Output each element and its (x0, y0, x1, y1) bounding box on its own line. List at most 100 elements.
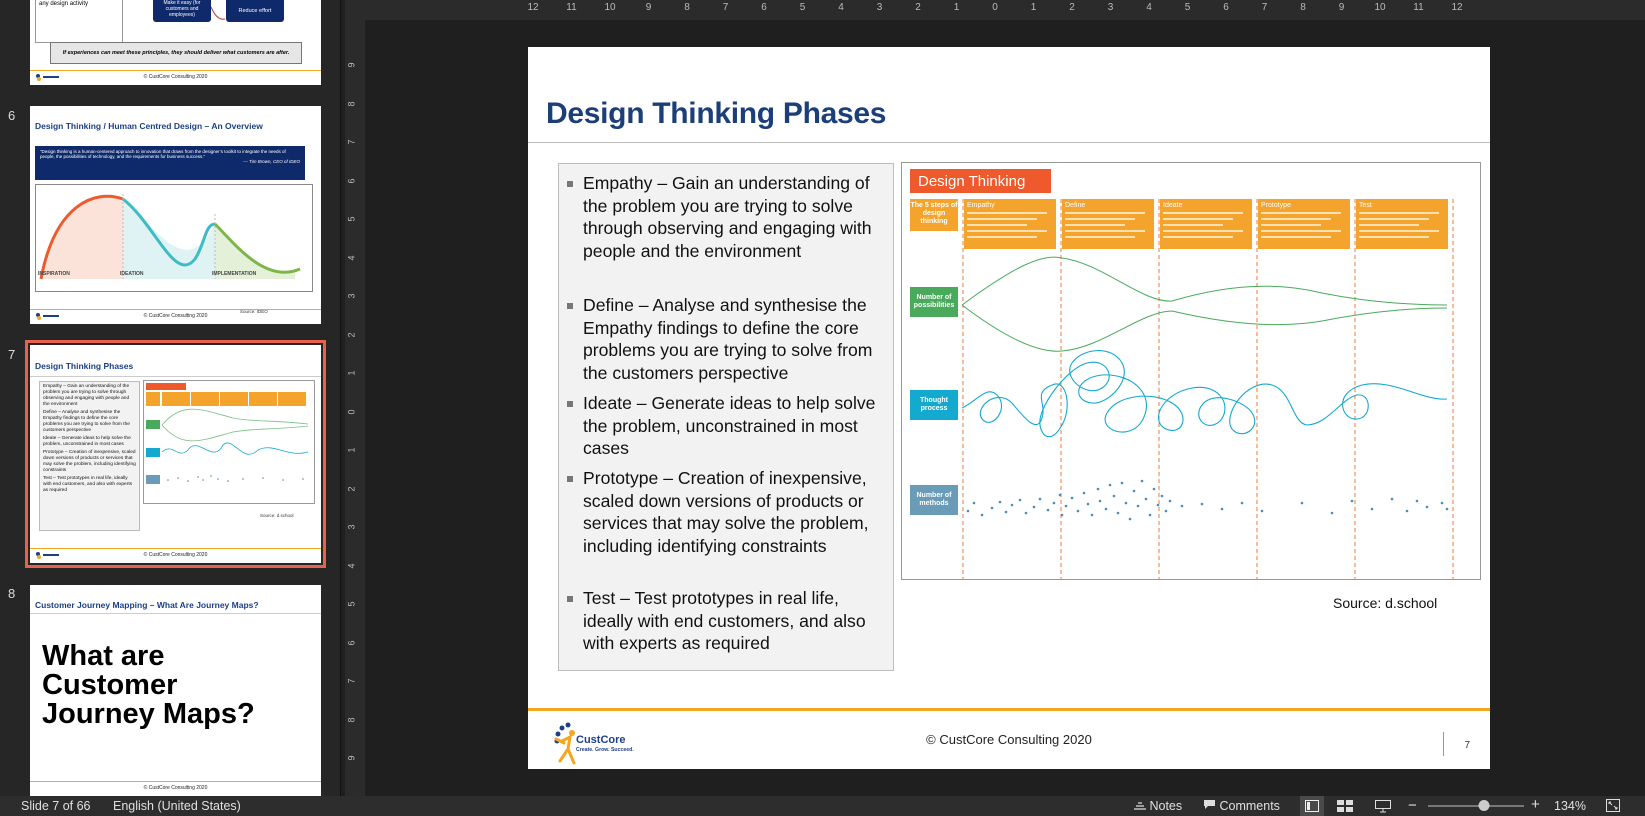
row-methods-box (910, 485, 958, 515)
custcore-logo-icon (36, 313, 59, 320)
slide-counter[interactable]: Slide 7 of 66 (21, 799, 91, 813)
ruler-tick-label: 5 (799, 2, 806, 13)
method-dot (1076, 509, 1080, 513)
ruler-tick-label: 4 (1146, 2, 1152, 13)
method-dot (1136, 504, 1140, 508)
method-dot (1152, 487, 1156, 491)
zoom-level[interactable]: 134% (1554, 799, 1586, 813)
method-dot (1370, 507, 1374, 511)
figure-header-box (910, 169, 1051, 193)
slide-thumbnail-5[interactable]: any design activity Make it easy (for cu… (30, 0, 321, 85)
logo-name: CustCore (576, 734, 626, 746)
method-dot (990, 506, 994, 510)
method-dot (1300, 501, 1304, 505)
steps-label-fo: The 5 steps of design thinking (910, 202, 957, 225)
slide-page-number[interactable]: 7 (1464, 740, 1470, 751)
method-dot (980, 513, 984, 517)
ruler-tick-label: 1 (1030, 2, 1037, 13)
method-dot (1350, 499, 1354, 503)
ruler-tick-label: 5 (1184, 2, 1191, 13)
phase-description-line (967, 224, 1027, 226)
ruler-tick-label: 3 (346, 293, 357, 299)
bullet-text: Empathy – Gain an understanding of the p… (583, 173, 872, 261)
fit-slide-button[interactable] (1606, 799, 1620, 815)
bullet-define: Define – Analyse and synthesise the Empa… (567, 294, 887, 384)
comments-button[interactable]: Comments (1203, 799, 1280, 813)
zoom-out-button[interactable]: − (1408, 797, 1417, 814)
footer-copyright[interactable]: © CustCore Consulting 2020 (926, 732, 1092, 747)
method-dot (1440, 501, 1444, 505)
notes-icon (1134, 802, 1146, 810)
phase-description-line (1261, 212, 1341, 214)
phase-description-line (1163, 218, 1233, 220)
slide-thumbnail-pane[interactable]: any design activity Make it easy (for cu… (0, 0, 341, 796)
bullet-test: Test – Test prototypes in real life, ide… (567, 587, 887, 655)
phase-label: Test (1359, 202, 1372, 209)
footer-rule (528, 708, 1490, 711)
language-indicator[interactable]: English (United States) (113, 799, 241, 813)
slide-canvas[interactable]: Design Thinking Phases Empathy – Gain an… (528, 47, 1490, 769)
method-dot (1405, 509, 1409, 513)
method-dot (1164, 509, 1168, 513)
custcore-logo-icon (36, 74, 59, 81)
thumb-blue-box: Reduce effort (226, 0, 284, 22)
row-label-possibilities: Number of possibilities (913, 294, 955, 309)
phase-description-line (1065, 218, 1135, 220)
zoom-in-button[interactable]: + (1531, 796, 1540, 813)
ruler-tick-label: 9 (346, 62, 357, 68)
slide-title[interactable]: Design Thinking Phases (546, 97, 887, 130)
zoom-slider-thumb[interactable] (1478, 800, 1490, 811)
slide-thumbnail-8[interactable]: Customer Journey Mapping – What Are Jour… (30, 585, 321, 796)
ruler-tick-label: 10 (604, 2, 616, 13)
status-bar: Slide 7 of 66 English (United States) No… (0, 796, 1645, 816)
ruler-tick-label: 8 (1300, 2, 1306, 13)
phase-description-line (1359, 230, 1439, 232)
phase-label: Empathy (967, 202, 995, 209)
ruler-tick-label: 3 (1107, 2, 1114, 13)
custcore-logo-icon[interactable]: CustCore Create. Grow. Succeed. (546, 719, 656, 765)
thumb-title: Design Thinking Phases (35, 361, 134, 371)
slide-thumbnail-6[interactable]: Design Thinking / Human Centred Design –… (30, 106, 321, 324)
row-label-thought: Thought process (920, 397, 948, 412)
thumb-blue-box: Make it easy (for customers and employee… (153, 0, 211, 22)
method-dot (1018, 498, 1022, 502)
ruler-tick-label: 2 (346, 485, 357, 492)
method-dot (1112, 494, 1116, 498)
ruler-tick-label: 12 (1451, 2, 1463, 13)
slide-thumbnail-7-selected[interactable]: Design Thinking Phases Empathy – Gain an… (25, 340, 326, 568)
normal-view-button[interactable] (1300, 796, 1324, 816)
phase-description-line (1359, 224, 1419, 226)
figure-source[interactable]: Source: d.school (1333, 595, 1438, 611)
notes-button[interactable]: Notes (1134, 799, 1182, 813)
reading-view-button[interactable] (1375, 800, 1391, 816)
method-dot (1200, 502, 1204, 506)
bullet-prototype: Prototype – Creation of inexpensive, sca… (567, 467, 887, 557)
ruler-tick-label: 3 (876, 2, 883, 13)
thumb-text-box: any design activity (35, 0, 123, 43)
ruler-tick-label: 9 (645, 2, 652, 13)
possibilities-curve-lower (961, 304, 1448, 352)
slide-sorter-button[interactable] (1337, 800, 1353, 815)
ruler-tick-label: 5 (346, 216, 357, 222)
page-number-divider (1443, 732, 1444, 756)
method-dot (1240, 501, 1244, 505)
ruler-tick-label: 7 (346, 678, 357, 684)
ruler-tick-label: 4 (838, 2, 844, 13)
method-dot (1116, 511, 1120, 515)
method-dot (1038, 497, 1042, 501)
bullet-text-box[interactable]: Empathy – Gain an understanding of the p… (558, 163, 894, 671)
ruler-tick-label: 0 (992, 2, 998, 13)
slide-sorter-icon (1337, 800, 1353, 812)
thumb-bullet-box: Empathy – Gain an understanding of the p… (39, 381, 140, 531)
bullet-square-icon (567, 596, 573, 602)
phase-description-line (1065, 236, 1135, 238)
zoom-slider[interactable] (1428, 800, 1524, 811)
bullet-text: Test – Test prototypes in real life, ide… (583, 588, 866, 653)
thumb-quote-box: “Design thinking is a human-centered app… (35, 146, 305, 180)
design-thinking-figure[interactable]: Design Thinking The 5 steps of design th… (901, 162, 1481, 580)
thumb-copyright: © CustCore Consulting 2020 (143, 74, 208, 80)
thumb-bullet: Define – Analyse and synthesise the Empa… (43, 410, 130, 433)
thumb-copyright: © CustCore Consulting 2020 (143, 785, 208, 791)
